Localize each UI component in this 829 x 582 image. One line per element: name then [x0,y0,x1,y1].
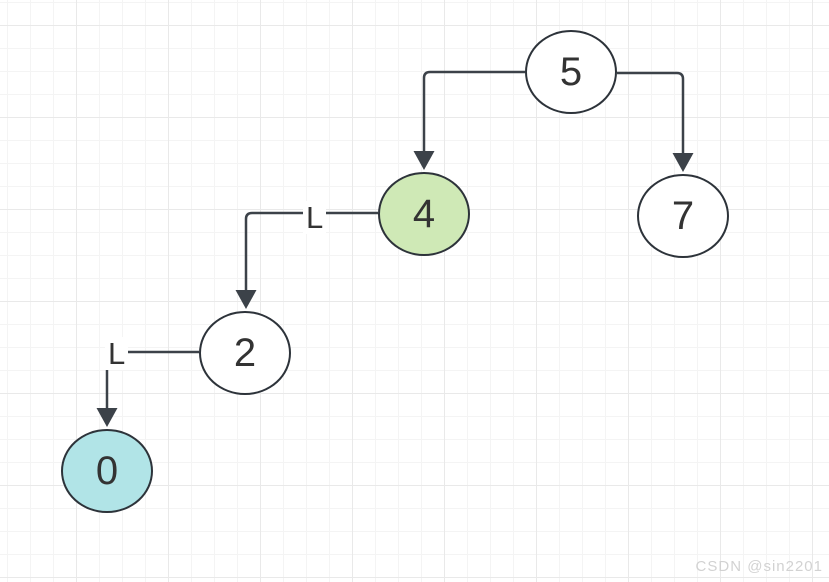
edge-4-2 [235,211,378,309]
tree-node-4: 4 [378,172,470,256]
edge-5-4-line [422,70,525,152]
node-0-label: 0 [95,449,119,493]
arrowhead-4-2 [235,290,257,309]
watermark: CSDN @sin2201 [695,558,823,575]
node-2-label: 2 [233,331,257,375]
edge-4-2-line [244,211,378,291]
arrowhead-5-7 [672,153,694,172]
edge-5-7-line [617,71,685,154]
edge-5-7 [617,71,694,172]
node-5-label: 5 [559,50,583,94]
node-4-label: 4 [412,192,436,236]
edge-label-2-0-left: L [105,337,129,370]
tree-node-5: 5 [525,30,617,114]
edge-label-4-2-left: L [303,201,327,234]
tree-node-2: 2 [199,311,291,395]
node-7-label: 7 [671,194,695,238]
arrowhead-2-0 [96,408,118,427]
tree-node-0: 0 [61,429,153,513]
edge-5-4 [413,70,525,170]
tree-node-7: 7 [637,174,729,258]
arrowhead-5-4 [413,151,435,170]
